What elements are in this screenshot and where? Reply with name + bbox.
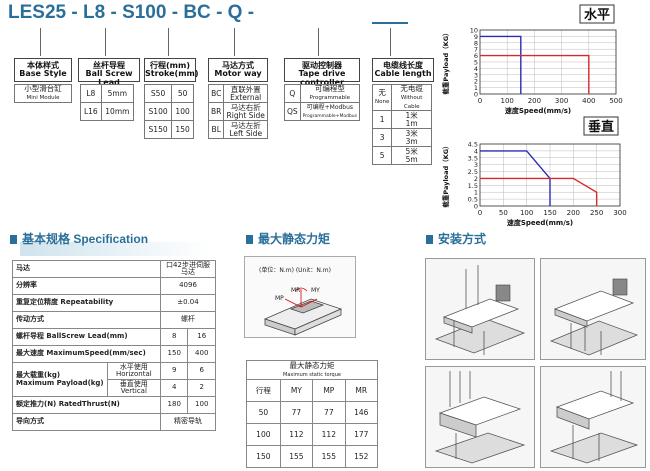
y-tick-label: 0 <box>474 91 478 99</box>
slide-module-icon <box>263 287 343 336</box>
series-line <box>480 54 590 94</box>
mount-drawing-icon <box>549 278 639 356</box>
model-lead: L8 <box>82 2 106 23</box>
x-tick-label: 100 <box>501 97 514 105</box>
torque-unit-label: (单位：N.m) (Unit：N.m) <box>259 267 331 274</box>
model-motor: BC <box>183 2 211 23</box>
y-tick-label: 1 <box>474 84 478 92</box>
series-line <box>480 35 522 94</box>
y-tick-label: 1.5 <box>468 182 478 190</box>
mount-panel-horizontal-2 <box>540 258 646 360</box>
x-tick-label: 300 <box>555 97 568 105</box>
y-tick-label: 1 <box>474 189 478 197</box>
mount-panel-vertical-2 <box>540 366 646 468</box>
cable-slot-underline <box>372 22 408 24</box>
x-tick-label: 150 <box>543 209 556 217</box>
y-tick-label: 0.5 <box>468 196 478 204</box>
x-tick-label: 0 <box>478 97 482 105</box>
y-axis-label: 载重Payload（KG） <box>441 29 450 94</box>
x-axis-label: 速度Speed(mm/s) <box>507 218 573 227</box>
y-tick-label: 3.5 <box>468 154 478 162</box>
x-tick-label: 400 <box>582 97 595 105</box>
mount-drawing-icon <box>434 371 526 464</box>
model-sep: - <box>171 2 179 23</box>
x-axis-label: 速度Speed(mm/s) <box>505 106 571 115</box>
vertical-payload-chart: 垂直 0 50 100 150 200 250 300 00.511.522.533.544.5… <box>441 116 627 227</box>
x-tick-label: 200 <box>528 97 541 105</box>
model-base: LES25 <box>8 2 67 23</box>
x-tick-label: 300 <box>613 209 626 217</box>
torque-mr-label: MR <box>291 287 301 294</box>
torque-section-title: 最大静态力矩 <box>246 230 330 247</box>
model-stroke: S100 <box>122 2 167 23</box>
spec-section-title: 基本规格 Specification <box>10 230 148 247</box>
x-tick-label: 50 <box>499 209 508 217</box>
mount-section-title: 安装方式 <box>426 230 486 247</box>
y-tick-label: 4 <box>474 65 478 73</box>
y-tick-label: 10 <box>470 27 478 35</box>
model-sep: - <box>71 2 78 23</box>
x-tick-label: 250 <box>590 209 603 217</box>
x-tick-label: 200 <box>567 209 580 217</box>
y-tick-label: 2 <box>474 78 478 86</box>
y-tick-label: 7 <box>474 46 478 54</box>
model-controller: Q <box>227 2 243 23</box>
y-axis-label: 载重Payload（KG） <box>441 142 450 207</box>
torque-diagram: (单位：N.m) (Unit：N.m) MR MY MP <box>244 256 356 338</box>
torque-mp-label: MP <box>275 295 284 302</box>
mount-drawing-icon <box>434 265 526 355</box>
y-tick-label: 3 <box>474 161 478 169</box>
model-sep: - <box>216 2 223 23</box>
y-tick-label: 9 <box>474 33 478 41</box>
mount-panel-horizontal-1 <box>425 258 535 360</box>
y-tick-label: 8 <box>474 39 478 47</box>
y-tick-label: 2.5 <box>468 168 478 176</box>
model-code: LES25 - L8 - S100 - BC - Q - <box>8 2 254 24</box>
y-tick-label: 4.5 <box>468 141 478 149</box>
y-tick-label: 0 <box>474 203 478 211</box>
chart-title-box <box>583 116 619 136</box>
torque-my-label: MY <box>311 287 320 294</box>
chart-title: 垂直 <box>588 119 614 135</box>
stroke-header: 行程(mm)Stroke(mm) <box>144 58 199 82</box>
model-sep: - <box>110 2 117 23</box>
plot-frame <box>479 29 617 95</box>
chart-title: 水平 <box>584 7 610 23</box>
model-sep: - <box>247 2 255 23</box>
chart-title-box <box>579 4 615 24</box>
y-tick-label: 4 <box>474 147 478 155</box>
y-tick-label: 3 <box>474 71 478 79</box>
mount-drawing-icon <box>549 371 639 464</box>
x-tick-label: 0 <box>478 209 482 217</box>
y-tick-label: 5 <box>474 59 478 67</box>
x-tick-label: 100 <box>520 209 533 217</box>
y-tick-label: 2 <box>474 175 478 183</box>
y-tick-label: 6 <box>474 52 478 60</box>
series-line <box>480 177 598 206</box>
series-line <box>480 150 551 206</box>
x-tick-label: 500 <box>609 97 622 105</box>
mount-panel-vertical-1 <box>425 366 535 468</box>
